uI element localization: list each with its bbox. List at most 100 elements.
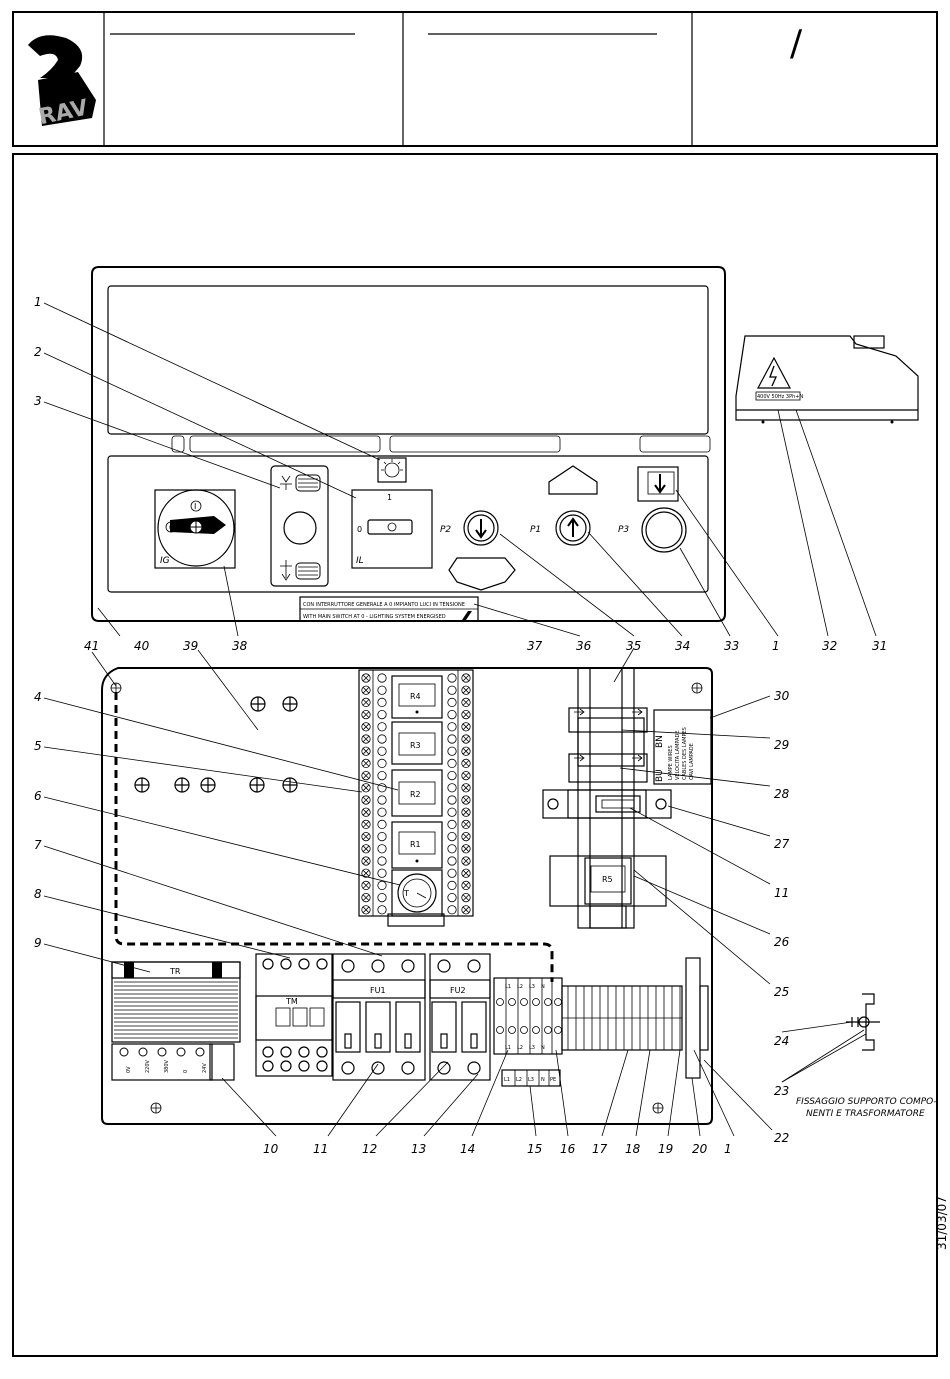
svg-text:41: 41 [84, 639, 99, 653]
svg-text:L2: L2 [516, 1077, 522, 1083]
svg-text:4: 4 [34, 690, 42, 704]
svg-text:N: N [541, 984, 545, 990]
relay-r4: R4 [391, 675, 443, 719]
svg-text:38: 38 [232, 639, 248, 653]
svg-text:L3: L3 [529, 984, 535, 990]
svg-text:20: 20 [692, 1142, 708, 1156]
lamp-indicator-icon [377, 457, 407, 483]
input-terminals: L1 L2 L3 N PE [501, 1069, 561, 1087]
mounting-holes [110, 682, 703, 1114]
svg-text:BN: BN [655, 735, 665, 748]
button-p3[interactable]: P3 [618, 466, 687, 553]
svg-text:2: 2 [34, 345, 42, 359]
terminal-block-main [561, 957, 709, 1079]
svg-text:19: 19 [658, 1142, 673, 1156]
svg-text:R5: R5 [602, 875, 613, 884]
svg-text:12: 12 [362, 1142, 377, 1156]
svg-text:N: N [541, 1077, 545, 1083]
svg-text:BU: BU [655, 769, 665, 782]
svg-text:L1: L1 [505, 1045, 511, 1051]
svg-text:TM: TM [285, 997, 298, 1006]
button-p2[interactable]: P2 [440, 510, 516, 591]
svg-text:36: 36 [576, 639, 592, 653]
fixing-note-1: FISSAGGIO SUPPORTO COMPO- [796, 1097, 936, 1107]
svg-text:PE: PE [550, 1077, 556, 1083]
svg-text:R2: R2 [410, 790, 421, 799]
svg-text:40: 40 [134, 639, 150, 653]
svg-text:0: 0 [183, 1070, 189, 1073]
svg-text:R3: R3 [410, 741, 421, 750]
svg-text:IL: IL [356, 556, 364, 566]
svg-text:10: 10 [263, 1142, 279, 1156]
mounting-plate [101, 667, 713, 1125]
svg-text:N: N [541, 1045, 545, 1051]
svg-text:26: 26 [774, 935, 790, 949]
speed-selector[interactable] [270, 465, 329, 587]
svg-text:28: 28 [774, 787, 790, 801]
svg-text:R1: R1 [410, 840, 421, 849]
main-frame [12, 153, 938, 1357]
relay-r3: R3 [391, 721, 443, 765]
svg-text:P1: P1 [530, 525, 541, 535]
relay-terminals [361, 673, 471, 915]
svg-text:1: 1 [724, 1142, 732, 1156]
din-rail-upper [577, 667, 635, 929]
svg-text:11: 11 [313, 1142, 328, 1156]
lamp-terminal-block [568, 707, 648, 783]
svg-text:24: 24 [774, 1034, 789, 1048]
thermal-relay: TM [255, 953, 333, 1077]
svg-text:33: 33 [724, 639, 739, 653]
svg-text:220V: 220V [145, 1059, 151, 1073]
svg-text:14: 14 [460, 1142, 475, 1156]
lamp-wire-label: BU BN LAMPE WIRES VELOCITA LAMPADE CABLE… [653, 709, 712, 785]
svg-text:L2: L2 [517, 984, 523, 990]
svg-text:17: 17 [592, 1142, 608, 1156]
terminal-cover: 400V 50Hz 3Ph+N [735, 335, 919, 424]
svg-text:31: 31 [872, 639, 887, 653]
svg-text:L2: L2 [517, 1045, 523, 1051]
svg-text:CAVI LAMPADE: CAVI LAMPADE [689, 743, 695, 780]
door-panel [91, 266, 726, 622]
svg-text:LAMPE WIRES: LAMPE WIRES [668, 745, 674, 780]
svg-text:37: 37 [527, 639, 543, 653]
svg-text:23: 23 [774, 1084, 789, 1098]
svg-text:L3: L3 [529, 1045, 535, 1051]
svg-text:1: 1 [772, 639, 780, 653]
svg-text:VELOCITA LAMPADE: VELOCITA LAMPADE [675, 730, 681, 780]
fuse-holder [542, 789, 672, 819]
svg-text:8: 8 [34, 887, 42, 901]
svg-text:L1: L1 [505, 984, 511, 990]
svg-text:15: 15 [527, 1142, 542, 1156]
svg-text:16: 16 [560, 1142, 576, 1156]
svg-text:CON INTERRUTTORE GENERALE A 0: CON INTERRUTTORE GENERALE A 0 IMPIANTO L… [303, 602, 465, 608]
svg-text:L3: L3 [528, 1077, 534, 1083]
main-switch[interactable]: I 0 IG [154, 489, 236, 569]
fixing-note-2: NENTI E TRASFORMATORE [806, 1109, 925, 1119]
svg-text:I: I [194, 502, 196, 511]
svg-text:0: 0 [169, 523, 174, 532]
relay-r5: R5 [549, 855, 667, 929]
revision-mark: / [790, 23, 803, 64]
fixing-detail [846, 993, 880, 1051]
svg-text:400V 50Hz 3Ph+N: 400V 50Hz 3Ph+N [757, 394, 803, 400]
svg-text:32: 32 [822, 639, 837, 653]
svg-text:380V: 380V [164, 1059, 170, 1073]
svg-text:9: 9 [34, 936, 42, 950]
svg-text:FU2: FU2 [450, 986, 466, 995]
button-p1[interactable]: P1 [530, 465, 598, 546]
svg-text:P2: P2 [440, 525, 451, 535]
svg-text:P3: P3 [618, 525, 629, 535]
svg-text:R4: R4 [410, 692, 421, 701]
svg-text:CABLES DES LAMPES: CABLES DES LAMPES [682, 727, 688, 780]
svg-text:FU1: FU1 [370, 986, 386, 995]
timer-relay[interactable]: T [391, 869, 443, 917]
svg-text:27: 27 [774, 837, 790, 851]
lighting-switch[interactable]: 1 0 IL [351, 489, 433, 569]
leader-lines [43, 302, 877, 1137]
title-block-frame [12, 11, 938, 147]
warning-label: CON INTERRUTTORE GENERALE A 0 IMPIANTO L… [299, 596, 479, 622]
svg-text:3: 3 [34, 394, 42, 408]
svg-text:L1: L1 [504, 1077, 510, 1083]
